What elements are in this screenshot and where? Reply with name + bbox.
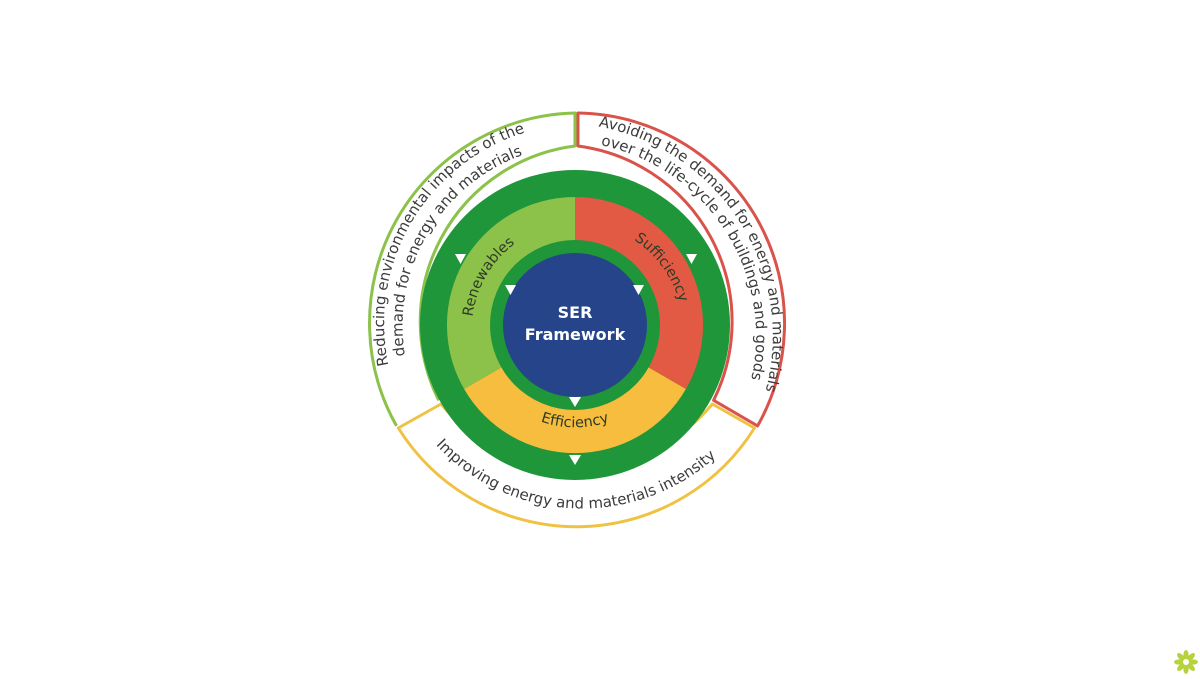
arrow-icon: [569, 455, 581, 465]
center-circle: [503, 253, 647, 397]
arrow-icon: [505, 285, 516, 295]
center-title-line2: Framework: [525, 325, 626, 344]
outer-border-sufficiency: [576, 111, 787, 428]
arrow-icon: [569, 397, 581, 407]
arrow-icon: [633, 285, 644, 295]
arrow-icon: [455, 254, 466, 264]
flow-arrows: [455, 254, 697, 465]
arrow-icon: [686, 254, 697, 264]
leaf-burst-logo-icon: [1174, 650, 1198, 674]
outer-border-renewables: [368, 111, 577, 427]
center-title-line1: SER: [558, 303, 593, 322]
segment-label-efficiency: Efficiency: [539, 410, 611, 431]
